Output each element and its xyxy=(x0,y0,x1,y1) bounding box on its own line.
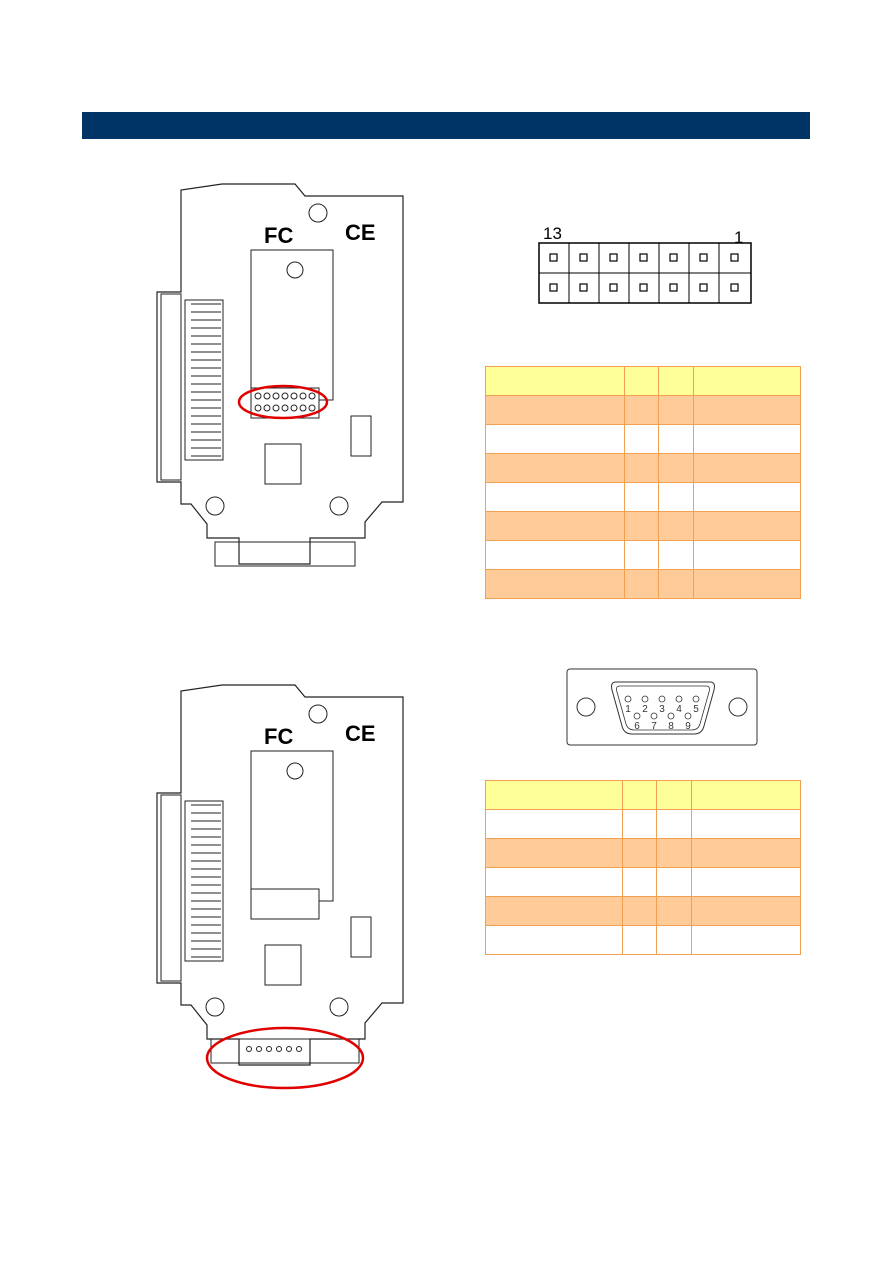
table-row xyxy=(485,540,801,570)
board-diagram-bottom: FC CE xyxy=(155,683,415,1095)
table-row xyxy=(485,867,801,897)
table-row xyxy=(485,896,801,926)
db9-pin-label: 4 xyxy=(676,704,682,715)
table-row xyxy=(485,424,801,454)
pin-header-table xyxy=(485,366,801,599)
table-header-row xyxy=(485,780,801,810)
db9-pin-label: 8 xyxy=(668,721,674,732)
board-diagram-top: FC CE xyxy=(155,182,415,594)
ce-logo: CE xyxy=(345,721,376,746)
fcc-logo: FC xyxy=(264,724,293,749)
db9-pin-label: 1 xyxy=(625,704,631,715)
table-row xyxy=(485,395,801,425)
table-row xyxy=(485,482,801,512)
ce-logo: CE xyxy=(345,220,376,245)
table-row xyxy=(485,453,801,483)
db9-pin-label: 5 xyxy=(693,704,699,715)
db9-pin-label: 9 xyxy=(685,721,691,732)
db9-connector-diagram: 1 2 3 4 5 6 7 8 9 xyxy=(566,668,758,753)
table-row xyxy=(485,569,801,599)
table-header-row xyxy=(485,366,801,396)
com-connector-highlight xyxy=(205,1026,365,1090)
db9-pin-label: 3 xyxy=(659,704,665,715)
pin-header-highlight xyxy=(237,384,329,420)
table-row xyxy=(485,838,801,868)
db9-pin-label: 6 xyxy=(634,721,640,732)
table-row xyxy=(485,511,801,541)
fcc-logo: FC xyxy=(264,223,293,248)
table-row xyxy=(485,925,801,955)
section-header-bar xyxy=(82,112,810,139)
pin-header-label-left: 13 xyxy=(543,224,562,243)
db9-pin-label: 7 xyxy=(651,721,657,732)
com-pin-table xyxy=(485,780,801,955)
pin-header-label-right: 1 xyxy=(734,228,744,247)
table-row xyxy=(485,809,801,839)
pin-header-diagram xyxy=(538,242,752,309)
db9-pin-label: 2 xyxy=(642,704,648,715)
